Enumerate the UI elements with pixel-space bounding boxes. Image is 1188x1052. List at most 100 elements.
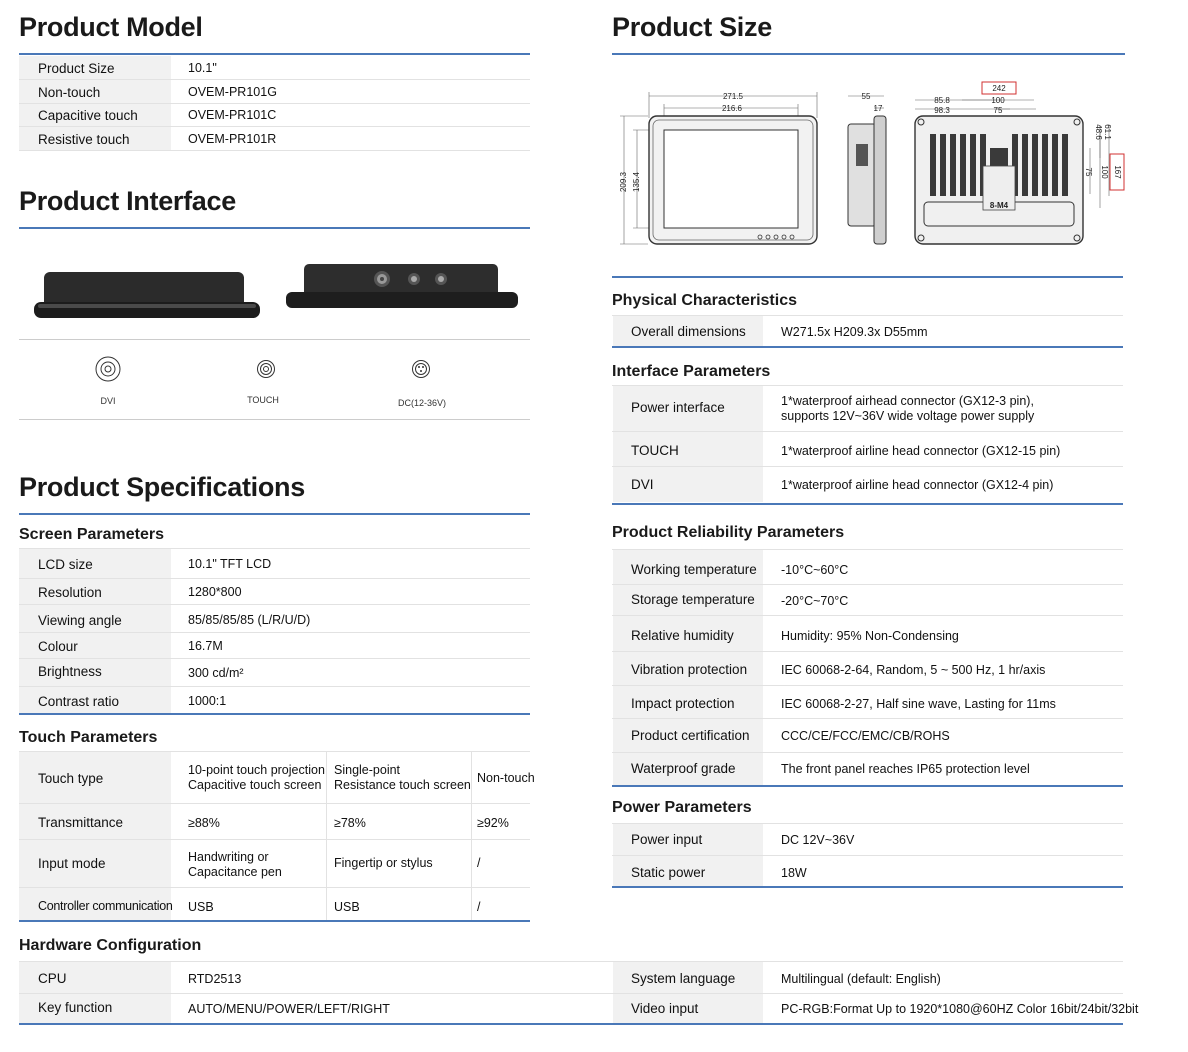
storage-temperature-label: Storage temperature: [631, 592, 755, 607]
reliability-parameters-title: Product Reliability Parameters: [612, 524, 845, 541]
product-size-title: Product Size: [612, 12, 772, 42]
dim-front-height: 209.3: [619, 171, 628, 192]
input-mode-capacitive: Handwriting or Capacitance pen: [188, 850, 282, 879]
system-language-value: Multilingual (default: English): [781, 972, 941, 986]
section-rule: [612, 53, 1125, 55]
controller-nontouch: /: [477, 900, 481, 914]
transmittance-capacitive: ≥88%: [188, 816, 220, 830]
dim-back-c: 98.3: [934, 106, 950, 115]
colour-label: Colour: [38, 639, 78, 654]
label-column-bg: [19, 752, 171, 920]
touch-type-capacitive: 10-point touch projection Capacitive tou…: [188, 763, 325, 792]
transmittance-resistive: ≥78%: [334, 816, 366, 830]
dim-front-width: 271.5: [723, 92, 744, 101]
product-interface-title: Product Interface: [19, 186, 236, 216]
screen-parameters-title: Screen Parameters: [19, 526, 164, 543]
key-function-value: AUTO/MENU/POWER/LEFT/RIGHT: [188, 1002, 390, 1016]
dim-back-b: 100: [991, 96, 1005, 105]
dim-side-depth: 55: [862, 92, 871, 101]
label-column-bg: [19, 549, 171, 713]
touch-interface-value: 1*waterproof airline head connector (GX1…: [781, 444, 1061, 458]
model-value-resistive: OVEM-PR101R: [188, 132, 277, 146]
power-parameters-title: Power Parameters: [612, 799, 752, 816]
touch-parameters-title: Touch Parameters: [19, 729, 158, 746]
dvi-interface-value: 1*waterproof airline head connector (GX1…: [781, 478, 1054, 492]
relative-humidity-value: Humidity: 95% Non-Condensing: [781, 629, 959, 643]
touch-port-icon: [257, 360, 275, 378]
cpu-label: CPU: [38, 971, 67, 986]
product-model-title: Product Model: [19, 12, 203, 42]
input-mode-nontouch: /: [477, 856, 481, 870]
impact-protection-label: Impact protection: [631, 696, 735, 711]
relative-humidity-label: Relative humidity: [631, 628, 734, 643]
model-label-size: Product Size: [38, 61, 115, 76]
controller-communication-label: Controller communication: [38, 899, 173, 913]
dvi-port-label: DVI: [100, 396, 116, 406]
touch-type-resistive: Single-point Resistance touch screen: [334, 763, 471, 792]
vibration-protection-value: IEC 60068-2-64, Random, 5 ~ 500 Hz, 1 hr…: [781, 663, 1046, 677]
touch-interface-label: TOUCH: [631, 443, 679, 458]
controller-capacitive: USB: [188, 900, 214, 914]
static-power-value: 18W: [781, 866, 807, 880]
touch-type-label: Touch type: [38, 771, 104, 786]
label-column-bg: [613, 550, 763, 785]
section-rule: [19, 227, 530, 229]
lcd-size-label: LCD size: [38, 557, 93, 572]
dim-front-inner-height: 135.4: [632, 171, 641, 192]
dc-port-icon: [412, 360, 430, 378]
system-language-label: System language: [631, 971, 736, 986]
controller-resistive: USB: [334, 900, 360, 914]
dim-back-f: 61.1: [1103, 124, 1112, 140]
colour-value: 16.7M: [188, 639, 223, 653]
overall-dimensions-label: Overall dimensions: [631, 324, 746, 339]
device-bottom-view-image: [34, 272, 260, 318]
power-input-label: Power input: [631, 832, 703, 847]
dim-back-top: 242: [992, 84, 1006, 93]
resolution-label: Resolution: [38, 585, 102, 600]
dim-back-g: 75: [1084, 168, 1093, 177]
viewing-angle-label: Viewing angle: [38, 613, 122, 628]
dc-port-label: DC(12-36V): [397, 398, 446, 408]
product-certification-label: Product certification: [631, 728, 750, 743]
label-column-bg: [613, 316, 763, 346]
dvi-interface-label: DVI: [631, 477, 654, 492]
dim-back-a: 85.8: [934, 96, 950, 105]
power-interface-label: Power interface: [631, 400, 725, 415]
cpu-value: RTD2513: [188, 972, 242, 986]
section-rule: [19, 53, 530, 55]
lcd-size-value: 10.1" TFT LCD: [188, 557, 272, 571]
interface-parameters-title: Interface Parameters: [612, 363, 771, 380]
waterproof-grade-label: Waterproof grade: [631, 761, 736, 776]
contrast-ratio-value: 1000:1: [188, 694, 227, 708]
working-temperature-value: -10°C~60°C: [781, 563, 849, 577]
brightness-label: Brightness: [38, 664, 102, 679]
model-label-capacitive: Capacitive touch: [38, 108, 138, 123]
dim-back-d: 75: [994, 106, 1003, 115]
overall-dimensions-value: W271.5x H209.3x D55mm: [781, 325, 928, 339]
contrast-ratio-label: Contrast ratio: [38, 694, 120, 709]
hardware-configuration-title: Hardware Configuration: [19, 937, 202, 954]
model-label-resistive: Resistive touch: [38, 132, 130, 147]
viewing-angle-value: 85/85/85/85 (L/R/U/D): [188, 613, 311, 627]
model-value-capacitive: OVEM-PR101C: [188, 108, 277, 122]
section-rule: [19, 513, 530, 515]
key-function-label: Key function: [38, 1000, 113, 1015]
product-certification-value: CCC/CE/FCC/EMC/CB/ROHS: [781, 729, 950, 743]
power-interface-value: 1*waterproof airhead connector (GX12-3 p…: [781, 394, 1035, 423]
input-mode-resistive: Fingertip or stylus: [334, 856, 433, 870]
device-connector-view-image: [286, 264, 518, 308]
dim-screw-spec: 8-M4: [990, 201, 1009, 210]
working-temperature-label: Working temperature: [631, 562, 757, 577]
dimension-drawing: 271.5 216.6 209.3 135.4 55 17 242 85.8 1…: [619, 81, 1125, 245]
static-power-label: Static power: [631, 865, 706, 880]
vibration-protection-label: Vibration protection: [631, 662, 748, 677]
dvi-port-icon: [95, 356, 121, 382]
label-column-bg: [613, 386, 763, 502]
product-specifications-title: Product Specifications: [19, 472, 305, 502]
power-input-value: DC 12V~36V: [781, 833, 855, 847]
brightness-value: 300 cd/m²: [188, 666, 244, 680]
dim-back-e: 48.6: [1094, 124, 1103, 140]
model-label-nontouch: Non-touch: [38, 85, 101, 100]
physical-characteristics-title: Physical Characteristics: [612, 292, 797, 309]
model-value-size: 10.1": [188, 61, 217, 75]
